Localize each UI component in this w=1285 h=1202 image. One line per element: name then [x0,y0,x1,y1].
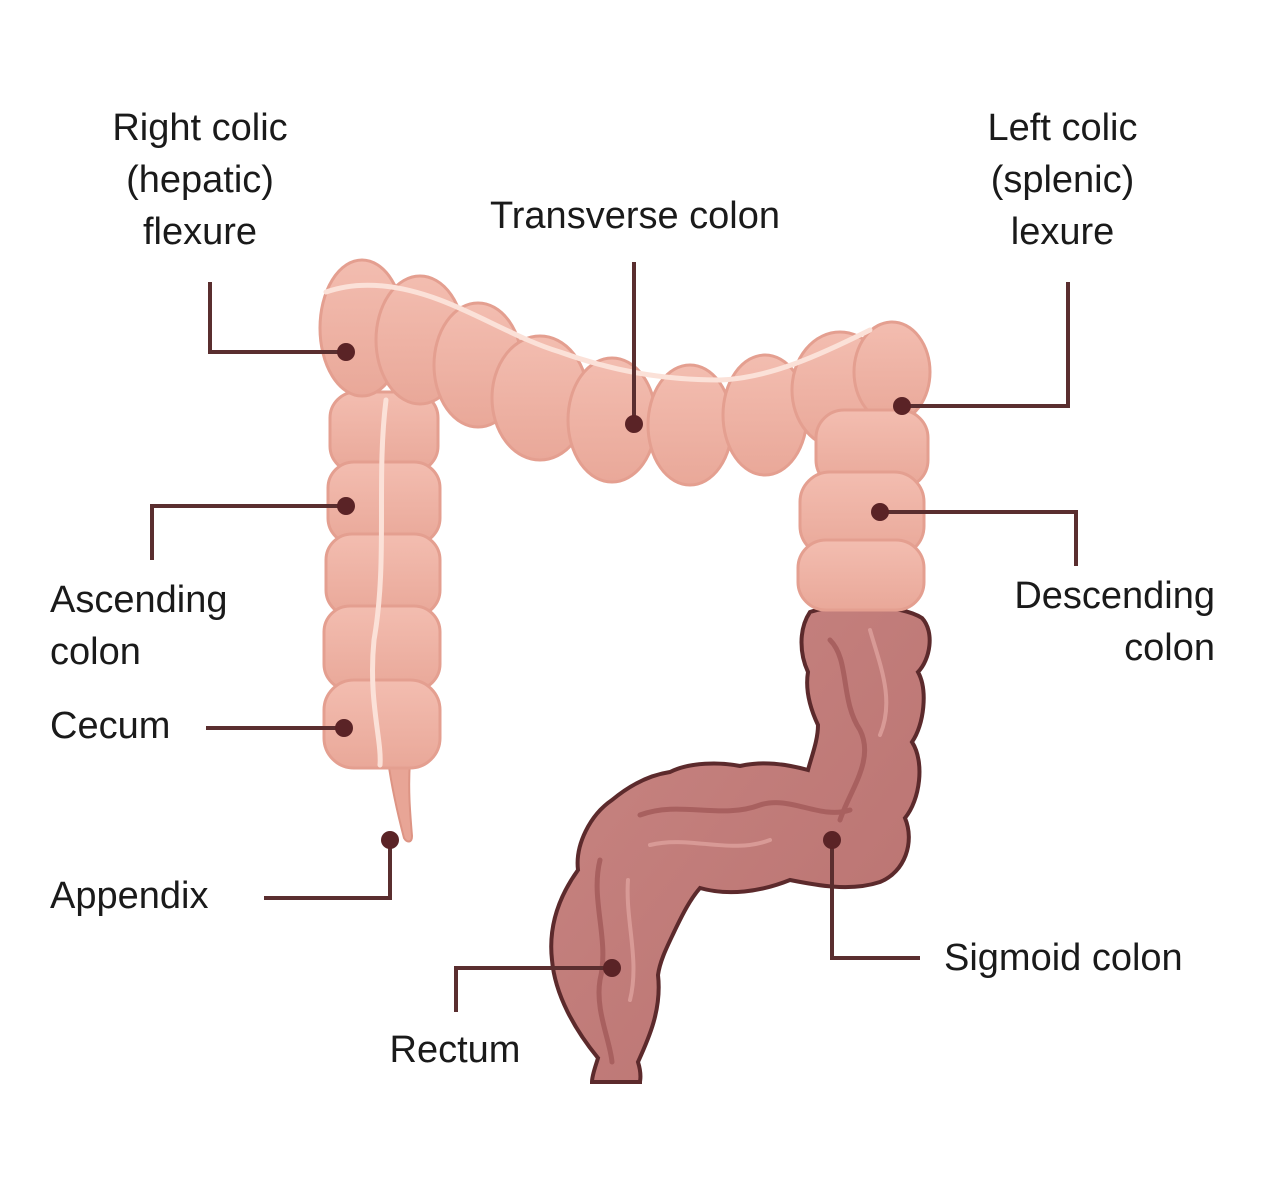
label-left-colic-flexure-line1: Left colic [987,107,1138,149]
marker-dots [335,343,911,977]
leader-rectum [454,966,612,1012]
marker-left-colic-flexure [893,397,911,415]
leader-lines [150,262,1078,1012]
label-left-colic-flexure: Left colic (splenic) lexure [960,102,1165,258]
label-right-colic-flexure-line1: Right colic [112,107,288,149]
ascending-colon-shape [322,390,442,843]
label-rectum: Rectum [370,1024,540,1076]
label-sigmoid-colon-text: Sigmoid colon [944,937,1183,979]
label-sigmoid-colon: Sigmoid colon [944,932,1224,984]
label-cecum-text: Cecum [50,705,171,747]
leader-ascending-colon [150,504,346,560]
marker-transverse-colon [625,415,643,433]
label-right-colic-flexure-line2: (hepatic) [126,159,274,201]
label-right-colic-flexure-line3: flexure [142,211,258,253]
label-ascending-colon-line1: Ascending [50,579,228,621]
label-ascending-colon: Ascending colon [50,574,290,678]
leader-descending-colon [880,510,1078,566]
descending-colon-shape [796,408,930,612]
label-appendix-text: Appendix [50,875,209,917]
label-descending-colon-line1: Descending [1014,575,1215,617]
transverse-colon-shape [318,258,932,487]
marker-right-colic-flexure [337,343,355,361]
label-descending-colon: Descending colon [960,570,1215,674]
marker-descending-colon [871,503,889,521]
label-transverse-colon-text: Transverse colon [489,195,781,237]
label-transverse-colon: Transverse colon [460,190,810,242]
marker-sigmoid-colon [823,831,841,849]
label-ascending-colon-line2: colon [50,631,141,673]
label-right-colic-flexure: Right colic (hepatic) flexure [90,102,310,258]
label-rectum-text: Rectum [389,1029,521,1071]
leader-appendix [264,840,392,900]
label-left-colic-flexure-line3: lexure [1010,211,1115,253]
label-left-colic-flexure-line2: (splenic) [990,159,1135,201]
leader-sigmoid-colon [830,840,920,960]
sigmoid-colon-shape [549,603,932,1084]
marker-cecum [335,719,353,737]
marker-appendix [381,831,399,849]
leader-right-colic-flexure [208,282,346,354]
label-descending-colon-line2: colon [1124,627,1215,669]
label-appendix: Appendix [50,870,260,922]
marker-rectum [603,959,621,977]
label-cecum: Cecum [50,700,210,752]
leader-left-colic-flexure [902,282,1070,408]
marker-ascending-colon [337,497,355,515]
